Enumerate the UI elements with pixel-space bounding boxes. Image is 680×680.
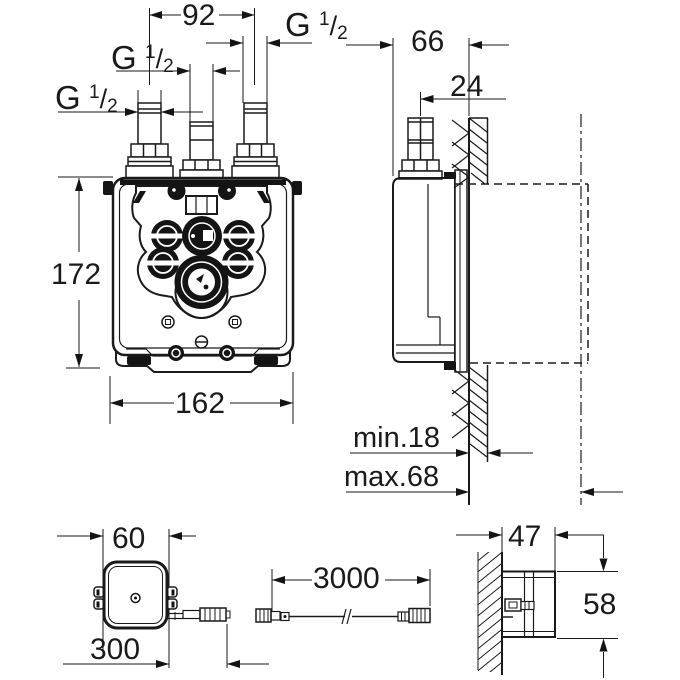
dim-thread-protrusion: 24 xyxy=(450,70,484,103)
wall-hatching-bottom xyxy=(451,366,488,458)
dim-box-height: 172 xyxy=(51,258,102,291)
dim-cable-to-plug: 300 xyxy=(90,633,141,666)
cbs-dimension-lines xyxy=(456,531,608,678)
control-box-side-view xyxy=(456,527,618,678)
front-dimension-lines xyxy=(58,11,312,407)
dim-thread-size-center: G 1/2 xyxy=(111,39,174,77)
dim-box-width: 162 xyxy=(175,387,226,420)
right-thread xyxy=(231,102,280,179)
wall-hatching-top xyxy=(451,117,488,189)
control-box-cable xyxy=(167,607,231,622)
valve-manifold xyxy=(131,182,272,361)
dim-wall-min: min.18 xyxy=(353,422,441,454)
dim-thread-size-left: G 1/2 xyxy=(55,79,118,117)
thread-connectors-front xyxy=(125,102,280,179)
finished-wall-range xyxy=(455,114,589,505)
dim-control-box-height: 58 xyxy=(583,588,617,621)
dim-thread-size-right: G 1/2 xyxy=(285,6,348,44)
dim-housing-depth: 66 xyxy=(411,25,445,58)
left-thread xyxy=(125,102,174,179)
dim-thread-spacing: 92 xyxy=(182,0,216,32)
dim-wall-max: max.68 xyxy=(344,461,440,493)
control-box-dimension-lines xyxy=(57,532,269,668)
center-thread xyxy=(179,121,224,179)
mounting-box-profile xyxy=(392,169,468,373)
cable-connector-left xyxy=(255,608,290,623)
control-box-profile xyxy=(501,570,556,638)
side-view xyxy=(346,38,623,505)
control-box-body xyxy=(93,560,178,630)
side-dimension-lines xyxy=(346,41,623,496)
wall-section xyxy=(451,114,589,505)
cbs-extension-lines xyxy=(501,527,618,639)
wall-hatching-small xyxy=(478,552,502,672)
front-view xyxy=(58,8,312,424)
dim-control-box-width: 60 xyxy=(112,522,146,555)
front-extension-lines xyxy=(58,8,294,424)
thread-connector-side xyxy=(398,117,443,180)
dim-cable-length: 3000 xyxy=(313,562,380,595)
side-extension-lines xyxy=(392,38,470,176)
cable-connector-right xyxy=(397,607,431,624)
extension-cable-view xyxy=(255,569,431,625)
control-box-front-view xyxy=(57,529,269,668)
dim-control-box-depth: 47 xyxy=(508,520,542,553)
